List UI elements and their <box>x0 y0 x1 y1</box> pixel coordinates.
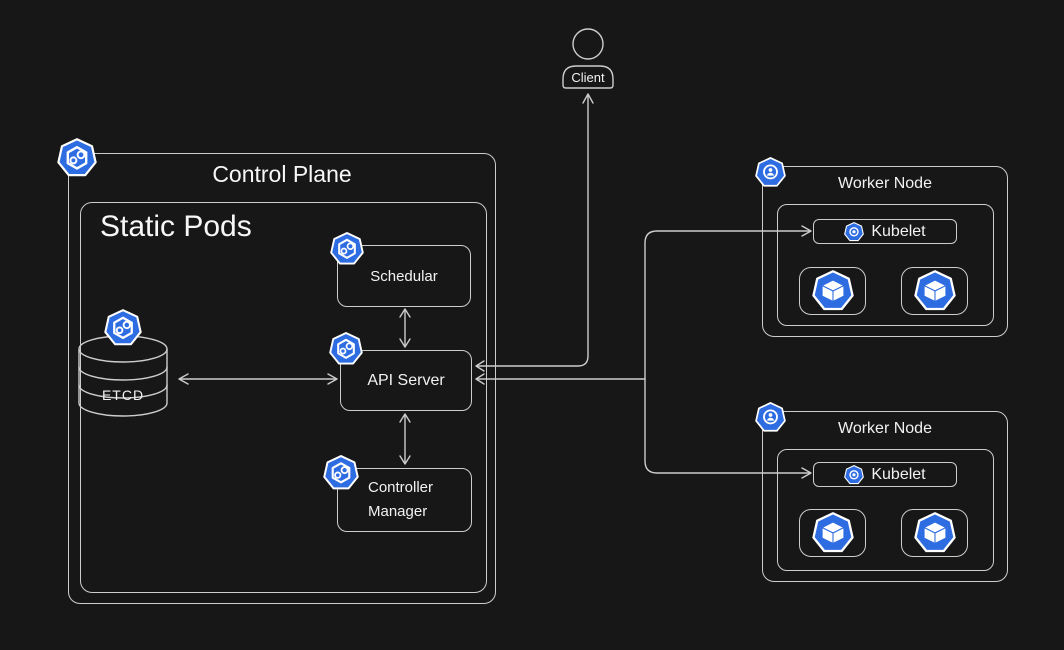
api-server-box <box>340 350 472 411</box>
controller-manager-box <box>337 468 472 532</box>
pod-icon <box>812 270 854 312</box>
worker-node-2-kubelet-box <box>813 462 957 487</box>
control-plane-title: Control Plane <box>212 161 352 187</box>
worker-node-2-box <box>762 411 1008 582</box>
pod-icon <box>812 512 854 554</box>
worker-node-2-title: Worker Node <box>838 420 932 437</box>
pod-icon <box>914 512 956 554</box>
worker-node-1-kubelet-box <box>813 219 957 244</box>
worker-node-2-inner-box <box>777 449 994 571</box>
worker-node-1-kubelet: Kubelet <box>813 219 957 244</box>
scheduler-box <box>337 245 471 307</box>
arrow-api-server-worker-nodes <box>475 225 812 479</box>
worker-node-1-pod-box <box>901 267 968 315</box>
kubelet-label: Kubelet <box>871 465 926 483</box>
client-label: Client <box>571 70 605 85</box>
controller-manager-label: Controller Manager <box>368 479 434 520</box>
scheduler-label: Schedular <box>370 267 438 285</box>
pod-icon <box>914 270 956 312</box>
kubelet-icon <box>844 465 864 485</box>
worker-node-2-kubelet: Kubelet <box>813 462 957 487</box>
worker-node-1-pod-box <box>799 267 866 315</box>
kubelet-icon <box>844 222 864 242</box>
static-pods-title: Static Pods <box>100 210 252 243</box>
worker-node-2-pod-box <box>799 509 866 557</box>
kubelet-label: Kubelet <box>871 222 926 240</box>
worker-node-2-pod-box <box>901 509 968 557</box>
api-server-label: API Server <box>367 371 445 389</box>
etcd-label: ETCD <box>101 387 145 403</box>
worker-node-1-title: Worker Node <box>838 175 932 192</box>
